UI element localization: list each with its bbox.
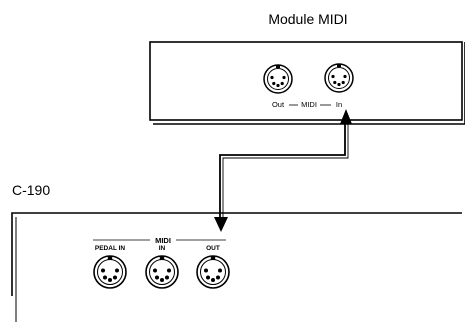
arrow-up-icon [340, 109, 352, 124]
c190-panel [11, 212, 462, 322]
c190-pedal-in-label: PEDAL IN [95, 245, 126, 252]
c190-midi-in-connector-icon [145, 255, 179, 289]
module-in-label: In [336, 100, 342, 109]
module-midi-out-connector-icon [263, 64, 293, 94]
c190-title: C-190 [12, 182, 50, 198]
c190-out-label: OUT [206, 245, 220, 252]
arrow-down-icon [214, 217, 228, 232]
c190-pedal-in-connector-icon [93, 255, 127, 289]
c190-in-label: IN [159, 245, 166, 252]
module-panel [149, 41, 465, 125]
module-midi-label: MIDI [301, 100, 317, 109]
module-out-label: Out [272, 100, 285, 109]
c190-midi-group-label: MIDI [155, 236, 171, 245]
module-title: Module MIDI [268, 11, 347, 27]
c190-midi-out-connector-icon [196, 255, 230, 289]
midi-cable [219, 123, 349, 218]
module-midi-in-connector-icon [324, 63, 354, 93]
